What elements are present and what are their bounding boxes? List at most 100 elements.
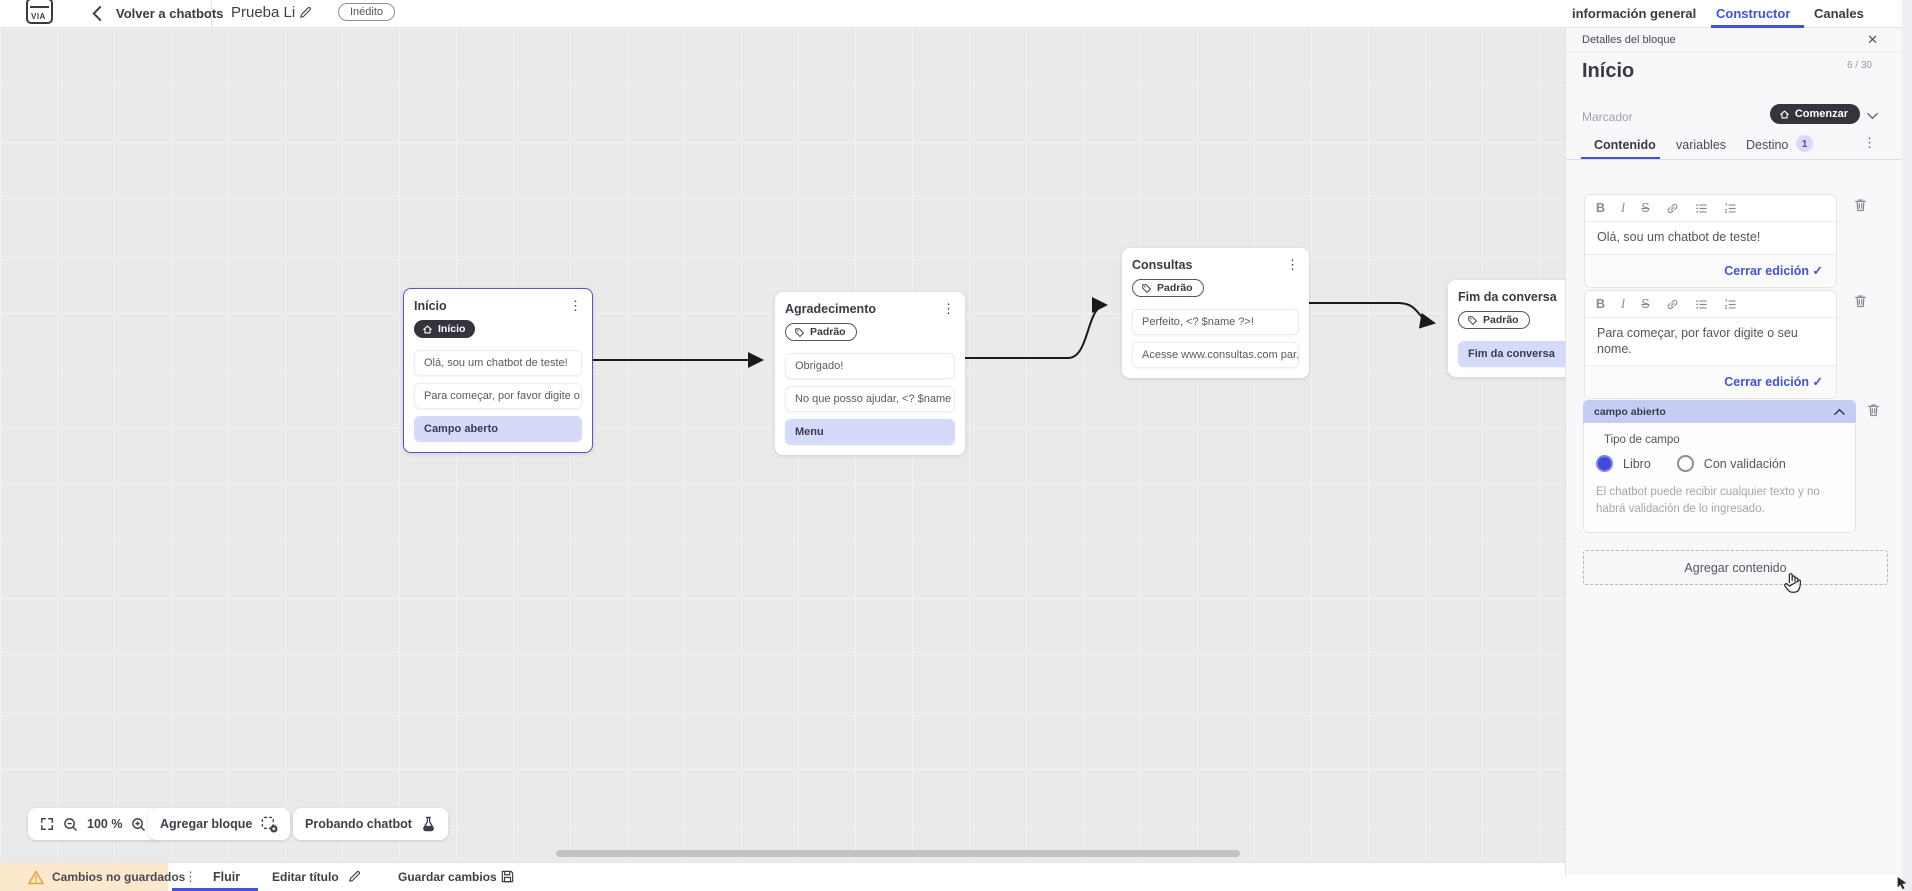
close-edit-button[interactable]: Cerrar edición ✓ (1724, 375, 1823, 389)
panel-active-tab-underline (1581, 157, 1660, 159)
open-field-header[interactable]: campo abierto (1583, 400, 1856, 423)
trash-icon[interactable] (1866, 402, 1881, 418)
italic-button[interactable]: I (1621, 296, 1626, 311)
marker-select[interactable]: Comenzar (1769, 104, 1860, 124)
flow-block-inicio[interactable]: Início ⋮ Início Olá, sou um chatbot de t… (403, 288, 593, 453)
tab-informacion-general[interactable]: información general (1572, 6, 1697, 21)
trash-icon[interactable] (1853, 293, 1868, 309)
back-to-chatbots-link[interactable]: Volver a chatbots (116, 6, 224, 21)
tab-canales[interactable]: Canales (1814, 6, 1864, 21)
bold-button[interactable]: B (1596, 201, 1606, 215)
brand-logo[interactable]: VIA (26, 0, 53, 24)
block-name-field[interactable]: Início (1582, 60, 1635, 82)
status-badge: Inédito (338, 3, 396, 21)
block-message-item[interactable]: Obrigado! (785, 352, 955, 379)
zoom-out-icon[interactable] (63, 817, 78, 832)
close-icon[interactable]: ✕ (1867, 32, 1878, 47)
canvas-horizontal-scrollbar[interactable] (556, 850, 1240, 857)
strikethrough-button[interactable]: S (1641, 201, 1650, 215)
block-badge-label: Padrão (1483, 314, 1519, 326)
link-icon[interactable] (1666, 298, 1679, 311)
marker-value: Comenzar (1794, 108, 1848, 120)
top-bar: VIA Volver a chatbots Prueba Li Inédito … (0, 0, 1912, 28)
panel-tabs-divider (1566, 159, 1903, 160)
link-icon[interactable] (1666, 202, 1679, 215)
back-chevron-icon[interactable] (92, 6, 102, 21)
block-menu-icon[interactable]: ⋮ (1286, 257, 1299, 272)
radio-libre[interactable] (1596, 455, 1613, 472)
flow-connectors (593, 297, 1436, 368)
panel-tab-destino[interactable]: Destino (1746, 138, 1789, 152)
char-counter: 6 / 30 (1846, 60, 1872, 71)
edit-title-button[interactable]: Editar título (272, 870, 339, 884)
block-message-item[interactable]: Acesse www.consultas.com par... (1132, 341, 1299, 368)
content-editor-2[interactable]: B I S Para começar, por favor digite o s… (1584, 290, 1837, 400)
radio-con-validacion-label[interactable]: Con validación (1703, 456, 1786, 471)
flow-canvas[interactable]: Início ⋮ Início Olá, sou um chatbot de t… (0, 28, 1565, 862)
editor-text[interactable]: Para começar, por favor digite o seu nom… (1597, 326, 1798, 356)
tab-constructor[interactable]: Constructor (1716, 6, 1791, 21)
block-end-item[interactable]: Fim da conversa (1458, 340, 1565, 367)
panel-tab-variables[interactable]: variables (1676, 138, 1727, 152)
panel-bottom-strip (1565, 875, 1912, 891)
flow-tab-underline (172, 888, 258, 891)
add-content-button[interactable]: Agregar contenido (1583, 550, 1888, 585)
bullet-list-icon[interactable] (1695, 298, 1708, 311)
fullscreen-icon[interactable] (40, 817, 54, 831)
test-chatbot-button[interactable]: Probando chatbot (293, 808, 448, 840)
add-block-button[interactable]: Agregar bloque (148, 808, 291, 840)
save-changes-button[interactable]: Guardar cambios (398, 870, 497, 884)
block-menu-icon[interactable]: ⋮ (569, 298, 582, 313)
zoom-in-icon[interactable] (131, 817, 146, 832)
chevron-down-icon[interactable] (1867, 112, 1878, 120)
tab-fluir[interactable]: Fluir (213, 870, 241, 884)
editor-text[interactable]: Olá, sou um chatbot de teste! (1597, 230, 1761, 244)
edit-title-pencil-icon[interactable] (298, 5, 313, 20)
tag-icon (1468, 315, 1477, 325)
content-editor-1[interactable]: B I S Olá, sou um chatbot de teste! Cerr… (1584, 194, 1837, 288)
window-scrollbar[interactable] (1902, 0, 1912, 891)
active-tab-underline (1711, 25, 1804, 28)
flow-block-fim-da-conversa[interactable]: Fim da conversa Padrão Fim da conversa (1448, 280, 1565, 377)
close-edit-button[interactable]: Cerrar edición ✓ (1724, 264, 1823, 278)
numbered-list-icon[interactable] (1724, 202, 1737, 215)
trash-icon[interactable] (1853, 197, 1868, 213)
block-message-item[interactable]: Perfeito, <? $name ?>! (1132, 308, 1299, 335)
block-message-item[interactable]: No que posso ajudar, <? $name ... (785, 385, 955, 412)
flow-block-consultas[interactable]: Consultas ⋮ Padrão Perfeito, <? $name ?>… (1122, 248, 1309, 378)
flow-tab-menu-icon[interactable]: ⋮ (184, 869, 197, 884)
open-field-title: campo abierto (1594, 405, 1666, 418)
block-menu-icon[interactable]: ⋮ (942, 301, 955, 316)
panel-menu-icon[interactable]: ⋮ (1863, 135, 1876, 150)
block-open-field-item[interactable]: Campo aberto (414, 415, 582, 442)
block-title: Fim da conversa (1458, 290, 1557, 304)
italic-button[interactable]: I (1621, 200, 1626, 215)
flask-icon (421, 816, 436, 832)
zoom-controls: 100 % (28, 808, 159, 840)
save-icon[interactable] (500, 869, 515, 884)
home-icon (1779, 110, 1789, 118)
chevron-up-icon[interactable] (1834, 408, 1845, 416)
unsaved-changes-label: Cambios no guardados (52, 870, 186, 884)
pointer-cursor (1895, 876, 1909, 890)
block-message-item[interactable]: Olá, sou um chatbot de teste! (414, 349, 582, 376)
flow-block-agradecimento[interactable]: Agradecimento ⋮ Padrão Obrigado! No que … (775, 292, 965, 455)
radio-libre-label[interactable]: Libro (1623, 456, 1651, 471)
block-menu-item[interactable]: Menu (785, 418, 955, 445)
bullet-list-icon[interactable] (1695, 202, 1708, 215)
open-field-section: campo abierto Tipo de campo Libro Con va… (1583, 400, 1856, 533)
block-message-item[interactable]: Para começar, por favor digite o ... (414, 382, 582, 409)
strikethrough-button[interactable]: S (1641, 297, 1650, 311)
pencil-icon[interactable] (347, 869, 362, 884)
unsaved-changes-banner: Cambios no guardados (0, 863, 185, 891)
block-badge-label: Padrão (1157, 282, 1193, 294)
destino-count-badge: 1 (1796, 135, 1813, 152)
block-badge-label: Padrão (810, 326, 846, 338)
bold-button[interactable]: B (1596, 297, 1606, 311)
panel-tab-contenido[interactable]: Contenido (1594, 138, 1656, 152)
tag-icon (795, 327, 804, 337)
numbered-list-icon[interactable] (1724, 298, 1737, 311)
radio-con-validacion[interactable] (1676, 455, 1694, 472)
header-divider (211, 0, 212, 27)
